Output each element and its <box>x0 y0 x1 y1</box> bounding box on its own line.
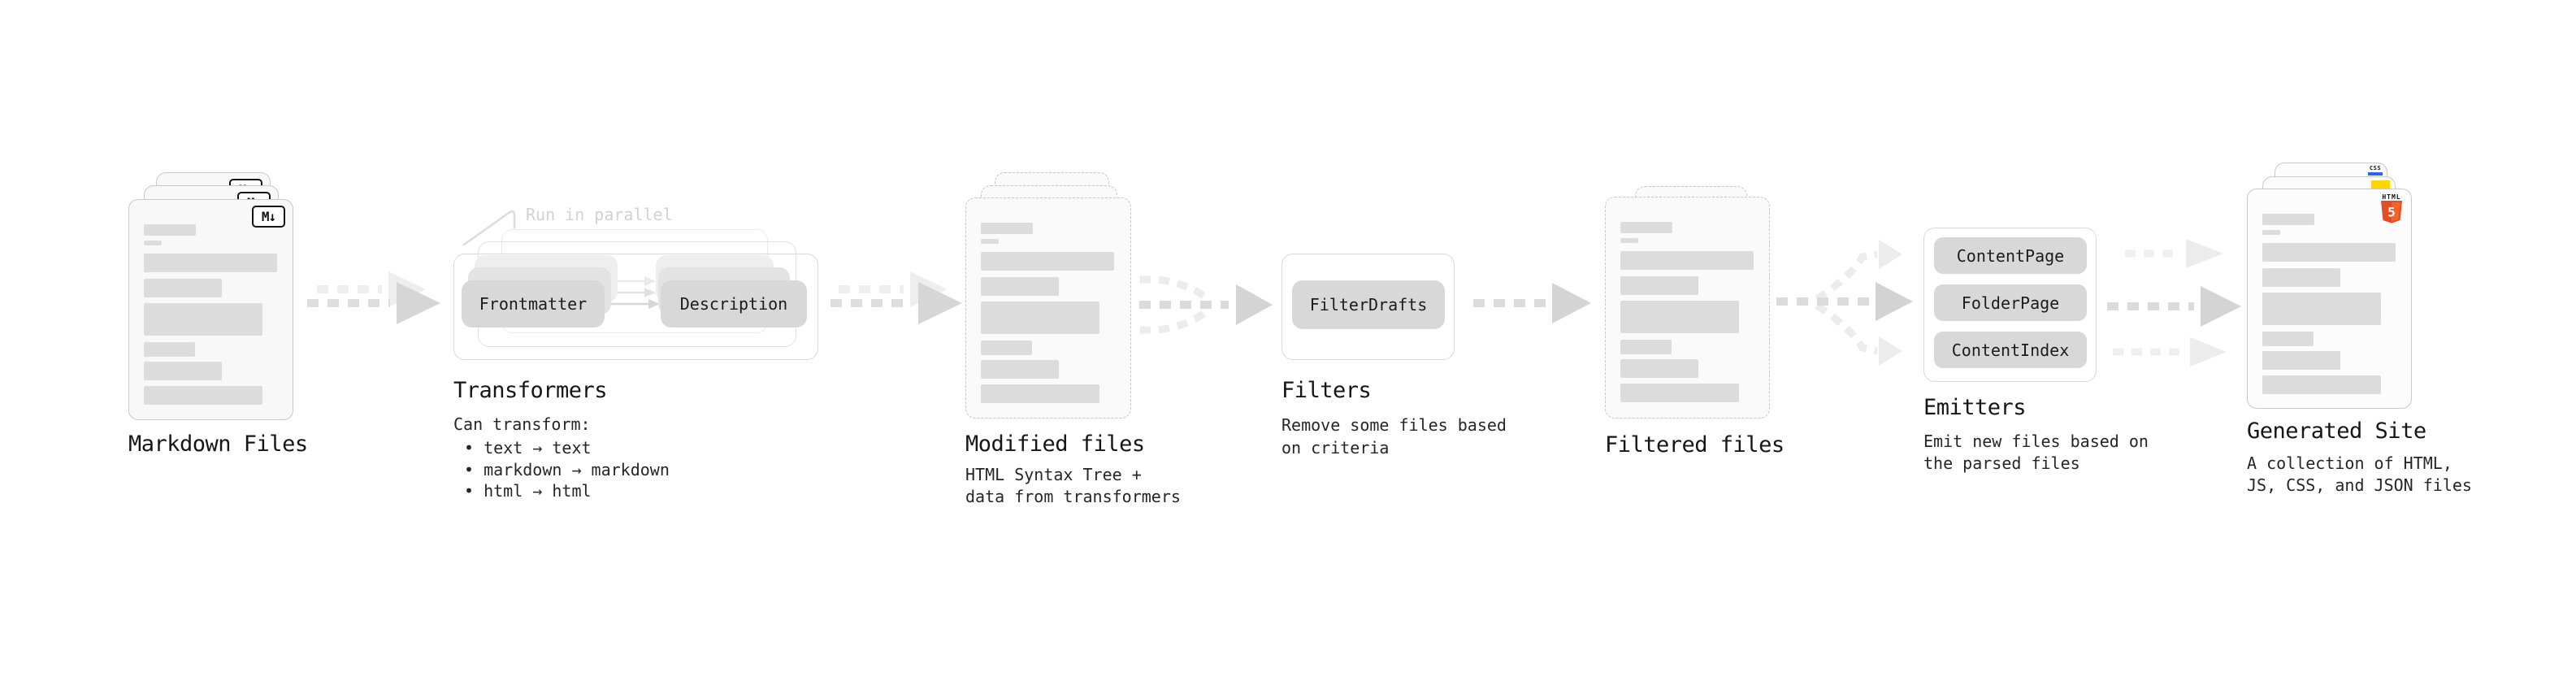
filtered-files-title: Filtered files <box>1605 432 1785 458</box>
doc-content-bar <box>144 254 277 272</box>
doc-content-bar <box>144 303 262 336</box>
arrow-filters-to-filtered <box>1473 283 1591 323</box>
transformers-desc-heading: Can transform: <box>453 414 591 434</box>
js-icon <box>2371 180 2390 189</box>
doc-content-bar <box>981 360 1059 379</box>
modified-files-title: Modified files <box>965 432 1145 457</box>
doc-content-bar <box>1620 222 1672 233</box>
html5-icon: HTML 5 <box>2379 193 2404 228</box>
doc-content-bar <box>1620 340 1672 354</box>
doc-content-bar <box>144 241 162 245</box>
arrow-markdown-to-transformers <box>307 271 440 324</box>
desc-line: JS, CSS, and JSON files <box>2247 475 2472 495</box>
doc-content-bar <box>981 239 999 244</box>
filter-chip-filterdrafts: FilterDrafts <box>1292 280 1445 329</box>
doc-content-bar <box>2262 332 2314 346</box>
filters-desc: Remove some files based on criteria <box>1281 414 1507 459</box>
doc-content-bar <box>144 279 222 297</box>
bullet-item: • markdown → markdown <box>464 459 670 479</box>
transformers-bullet-list: • text → text • markdown → markdown • ht… <box>464 437 670 502</box>
html5-icon-number: 5 <box>2387 205 2396 220</box>
emitter-chip-contentindex: ContentIndex <box>1934 332 2087 368</box>
bullet-item: • html → html <box>464 481 592 501</box>
doc-content-bar <box>144 386 262 405</box>
doc-content-bar <box>1620 359 1698 378</box>
transformers-title: Transformers <box>453 378 608 403</box>
desc-line: Emit new files based on <box>1923 432 2149 451</box>
transformers-frame <box>453 254 818 360</box>
generated-site-title: Generated Site <box>2247 419 2426 444</box>
doc-content-bar <box>981 277 1059 296</box>
desc-line: Remove some files based <box>1281 415 1507 435</box>
filters-frame <box>1281 254 1455 360</box>
modified-files-desc: HTML Syntax Tree + data from transformer… <box>965 464 1181 508</box>
doc-content-bar <box>144 224 196 236</box>
emitters-desc: Emit new files based on the parsed files <box>1923 431 2149 475</box>
site-doc-html: HTML 5 <box>2247 189 2412 409</box>
doc-content-bar <box>981 252 1114 271</box>
generated-site-desc: A collection of HTML, JS, CSS, and JSON … <box>2247 453 2472 497</box>
css-icon: CSS <box>2368 166 2383 176</box>
run-in-parallel-note: Run in parallel <box>526 205 673 224</box>
doc-content-bar <box>2262 268 2340 287</box>
filters-title: Filters <box>1281 378 1372 403</box>
css-icon-bar <box>2368 172 2383 176</box>
desc-line: the parsed files <box>1923 453 2080 473</box>
markdown-doc-front: M↓ <box>128 199 293 420</box>
doc-content-bar <box>1620 276 1698 295</box>
doc-content-bar <box>2262 214 2314 225</box>
desc-line: HTML Syntax Tree + <box>965 465 1142 484</box>
emitters-title: Emitters <box>1923 395 2027 420</box>
bullet-item: • text → text <box>464 438 592 458</box>
html5-shield: 5 <box>2381 201 2402 223</box>
transformer-chip-description: Description <box>661 280 807 327</box>
doc-content-bar <box>2262 351 2340 370</box>
emitter-chip-contentpage: ContentPage <box>1934 237 2087 274</box>
doc-content-bar <box>144 342 195 357</box>
markdown-icon: M↓ <box>252 206 285 228</box>
doc-content-bar <box>1620 251 1754 270</box>
doc-content-bar <box>981 223 1033 234</box>
emitters-frame <box>1923 228 2097 382</box>
doc-content-bar <box>2262 375 2381 394</box>
arrow-filtered-to-emitters-fanout <box>1776 240 1913 366</box>
doc-content-bar <box>2262 230 2280 235</box>
arrow-emitters-to-site <box>2107 239 2241 367</box>
desc-line: A collection of HTML, <box>2247 453 2452 473</box>
doc-content-bar <box>981 301 1099 334</box>
doc-content-bar <box>981 340 1032 355</box>
modified-doc-front <box>965 197 1131 419</box>
doc-content-bar <box>1620 301 1739 333</box>
css-icon-label: CSS <box>2369 165 2382 171</box>
transformer-chip-frontmatter: Frontmatter <box>462 280 605 327</box>
desc-line: on criteria <box>1281 438 1390 458</box>
doc-content-bar <box>2262 293 2381 325</box>
html5-icon-label: HTML <box>2382 193 2401 201</box>
desc-line: data from transformers <box>965 487 1181 506</box>
markdown-files-title: Markdown Files <box>128 432 308 457</box>
doc-content-bar <box>1620 384 1739 402</box>
arrow-transformers-to-modified <box>830 271 962 324</box>
doc-content-bar <box>144 362 222 380</box>
doc-content-bar <box>981 384 1099 403</box>
doc-content-bar <box>1620 238 1638 243</box>
emitter-chip-folderpage: FolderPage <box>1934 284 2087 321</box>
filtered-doc-front <box>1605 197 1770 419</box>
arrow-modified-to-filters-merge <box>1139 275 1273 334</box>
doc-content-bar <box>2262 243 2396 262</box>
